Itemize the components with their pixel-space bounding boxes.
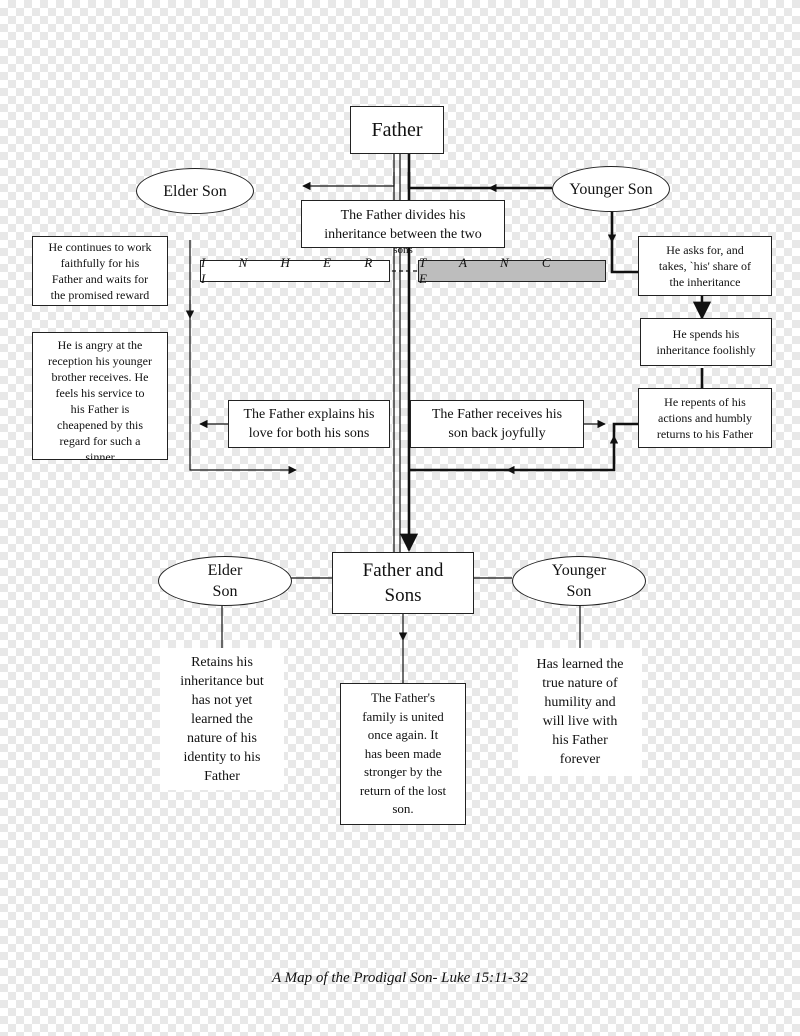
retains-line-7: Father — [204, 768, 240, 784]
younger-son-oval: Younger Son — [552, 166, 670, 212]
elder-angry-line-6: cheapened by this — [57, 418, 143, 432]
younger-repents-box: He repents of his actions and humbly ret… — [638, 388, 772, 448]
family-box: The Father's family is united once again… — [340, 683, 466, 825]
line-father-elder — [302, 172, 395, 191]
explains-line-2: love for both his sons — [248, 426, 370, 441]
retains-line-3: has not yet — [191, 692, 253, 708]
younger-bottom-line-2: Son — [566, 583, 592, 600]
younger-spends-box: He spends his inheritance foolishly — [640, 318, 772, 366]
diagram-caption: A Map of the Prodigal Son- Luke 15:11-32 — [272, 970, 528, 986]
divides-line-1: The Father divides his — [340, 208, 466, 223]
father-box: Father — [350, 106, 444, 154]
learned-box: Has learned the true nature of humility … — [518, 648, 642, 776]
learned-line-6: forever — [559, 752, 601, 767]
explains-line-1: The Father explains his — [243, 407, 375, 422]
elder-works-line-4: the promised reward — [50, 288, 150, 302]
family-line-4: has been made — [364, 745, 442, 761]
explains-box: The Father explains his love for both hi… — [228, 400, 390, 448]
retains-box: Retains his inheritance but has not yet … — [160, 648, 284, 790]
line-younger-asks — [610, 212, 640, 274]
younger-bottom-line-1: Younger — [551, 562, 607, 579]
receives-line-1: The Father receives his — [431, 407, 563, 422]
retains-line-1: Retains his — [191, 654, 253, 670]
family-line-5: stronger by the — [364, 764, 442, 780]
family-line-6: return of the lost — [359, 782, 447, 798]
family-line-3: once again. It — [367, 727, 439, 743]
retains-line-5: nature of his — [187, 730, 257, 746]
family-line-1: The Father's — [370, 689, 436, 705]
elder-son-label: Elder Son — [163, 182, 227, 200]
younger-repents-line-3: returns to his Father — [656, 427, 754, 441]
younger-spends-line-2: inheritance foolishly — [656, 343, 756, 357]
younger-asks-box: He asks for, and takes, `his' share of t… — [638, 236, 772, 296]
elder-bottom-line-1: Elder — [207, 562, 243, 579]
inheritance-band-right: T A N C E — [418, 255, 606, 286]
learned-line-5: his Father — [552, 733, 608, 748]
elder-bottom-line-2: Son — [212, 583, 238, 600]
younger-spends-line-1: He spends his — [672, 327, 740, 341]
younger-son-label: Younger Son — [569, 180, 653, 198]
elder-angry-line-2: reception his younger — [48, 354, 152, 368]
family-line-2: family is united — [362, 708, 444, 724]
younger-repents-line-1: He repents of his — [664, 395, 746, 409]
family-line-7: son. — [392, 801, 414, 817]
elder-son-bottom-oval: Elder Son — [158, 556, 292, 606]
learned-line-4: will live with — [542, 714, 618, 729]
retains-line-2: inheritance but — [180, 673, 264, 689]
elder-works-line-2: faithfully for his — [60, 256, 140, 270]
fas-line-1: Father and — [362, 560, 444, 581]
retains-line-4: learned the — [191, 711, 253, 727]
learned-line-2: true nature of — [542, 676, 618, 691]
elder-angry-box: He is angry at the reception his younger… — [32, 332, 168, 460]
divides-line-2: inheritance between the two — [324, 227, 482, 242]
line-father-younger — [407, 172, 552, 190]
band-left-label: I N H E R I — [201, 255, 388, 286]
younger-repents-line-2: actions and humbly — [658, 411, 752, 425]
elder-angry-line-7: regard for such a — [59, 434, 141, 448]
father-and-sons-box: Father and Sons — [332, 552, 474, 614]
elder-angry-line-1: He is angry at the — [57, 338, 143, 352]
divides-line-3: sons — [393, 244, 413, 256]
retains-line-6: identity to his — [183, 749, 261, 765]
younger-asks-line-3: the inheritance — [669, 275, 741, 289]
learned-line-1: Has learned the — [536, 657, 624, 672]
receives-box: The Father receives his son back joyfull… — [410, 400, 584, 448]
receives-line-2: son back joyfully — [448, 426, 546, 441]
elder-angry-line-3: brother receives. He — [51, 370, 149, 384]
inheritance-band-left: I N H E R I — [200, 255, 390, 286]
elder-works-line-1: He continues to work — [48, 240, 152, 254]
elder-angry-line-8: sinner — [85, 450, 115, 460]
learned-line-3: humility and — [544, 695, 616, 710]
fas-line-2: Sons — [384, 585, 422, 606]
younger-asks-line-1: He asks for, and — [666, 243, 744, 257]
elder-angry-line-4: feels his service to — [55, 386, 145, 400]
elder-works-box: He continues to work faithfully for his … — [32, 236, 168, 306]
elder-angry-line-5: his Father is — [70, 402, 130, 416]
divides-box: The Father divides his inheritance betwe… — [301, 200, 505, 256]
younger-son-bottom-oval: Younger Son — [512, 556, 646, 606]
father-label: Father — [371, 119, 423, 141]
younger-asks-line-2: takes, `his' share of — [658, 259, 752, 273]
elder-works-line-3: Father and waits for — [51, 272, 149, 286]
band-right-label: T A N C E — [419, 255, 566, 286]
elder-son-oval: Elder Son — [136, 168, 254, 214]
